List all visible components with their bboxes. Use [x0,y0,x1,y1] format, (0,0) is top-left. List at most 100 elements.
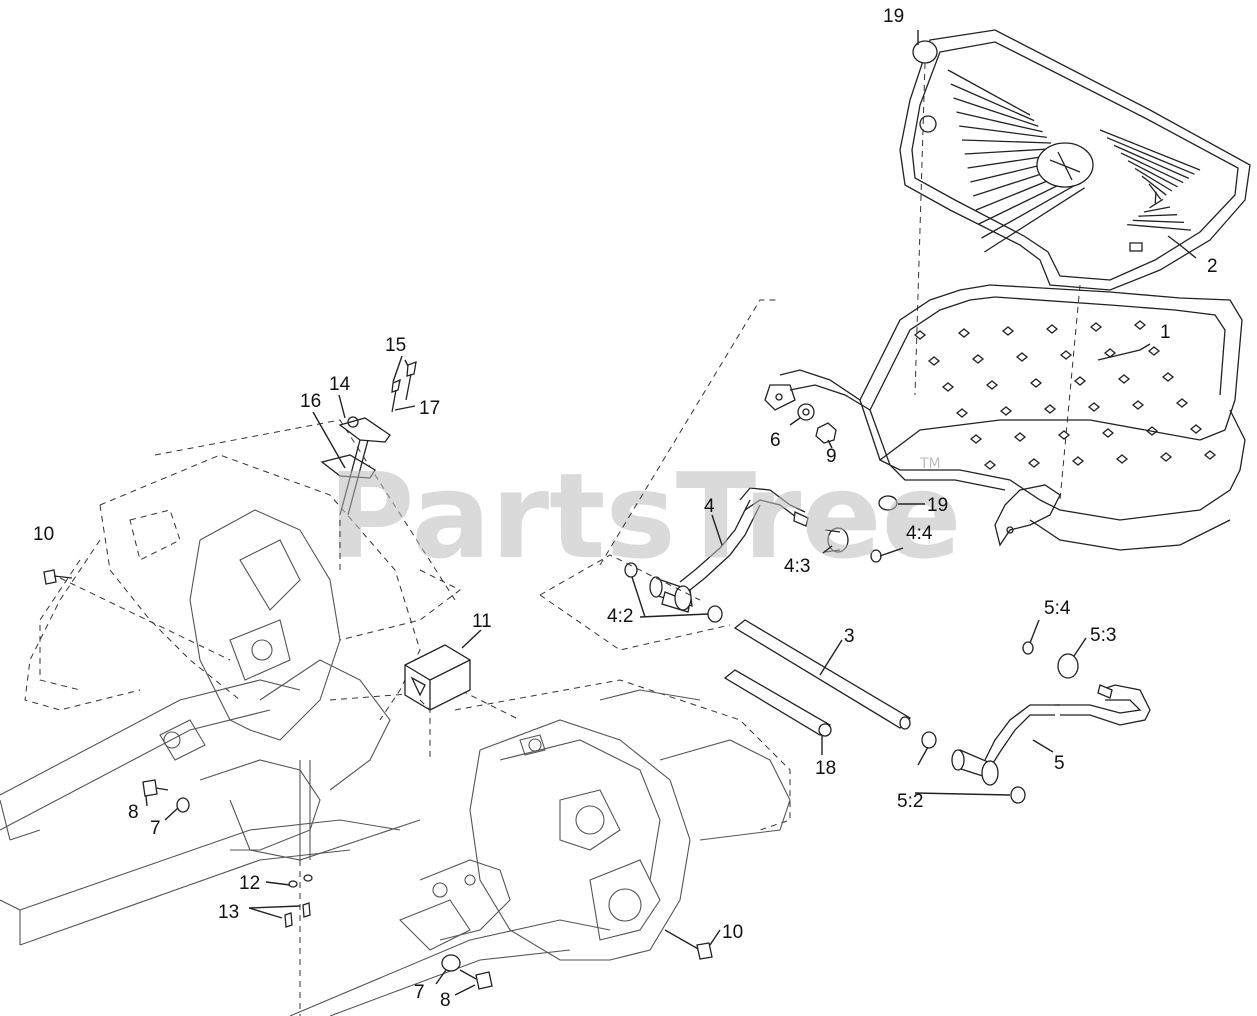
bushing-4-2b [707,605,723,623]
bolt-15a [391,378,401,393]
callout-4-3[interactable]: 4:3 [784,556,810,577]
bolt-10-right [664,929,713,960]
footrest-star-hole [1115,454,1129,464]
mat-rib [947,69,1031,116]
callout-19-top[interactable]: 19 [883,6,904,27]
callout-4[interactable]: 4 [704,496,715,517]
callout-11[interactable]: 11 [472,611,492,632]
bushing-4-2a [624,562,638,578]
washer-12a [288,880,298,888]
callout-15[interactable]: 15 [385,335,406,356]
bumper-11 [404,644,471,711]
footrest-star-hole [983,460,997,470]
floor-mat [899,29,1251,291]
footrest-star-hole [1175,398,1189,408]
rod-17 [339,439,369,516]
footrest-star-hole [941,382,955,392]
footrest-star-hole [1087,402,1101,412]
footrest-star-hole [1001,326,1015,336]
mat-rib [1149,198,1164,209]
footrest-star-hole [1015,352,1029,362]
callout-7-right[interactable]: 7 [414,982,425,1003]
footrest-star-hole [985,380,999,390]
footrest-star-hole [1159,452,1173,462]
footrest-star-hole [955,408,969,418]
callout-9[interactable]: 9 [826,446,837,467]
callout-6[interactable]: 6 [770,430,781,451]
callout-5-2[interactable]: 5:2 [897,791,923,812]
bumper-19-mid [878,495,898,511]
footrest-star-hole [1131,400,1145,410]
footrest-star-hole [1161,372,1175,382]
footrest-star-hole [1057,430,1071,440]
callout-7-left[interactable]: 7 [150,818,161,839]
washer-5-4 [1022,641,1034,655]
footrest-star-hole [1043,404,1057,414]
chassis-frame-left [0,419,456,946]
callout-1[interactable]: 1 [1160,322,1171,343]
callout-5-3[interactable]: 5:3 [1090,625,1116,646]
bolt-15b [406,360,417,377]
callout-labels: 19 2 1 15 14 17 16 6 9 19 10 4 4:4 4:3 4… [33,6,1218,1011]
mat-rib [1113,144,1190,179]
mat-rib [959,125,1047,139]
pedal-arm-4 [649,487,809,613]
footrest-star-hole [927,356,941,366]
mat-rib [984,187,1085,253]
mat-rib [1127,223,1192,231]
footrest-star-hole [1027,458,1041,468]
footrest-star-hole [971,354,985,364]
callout-16[interactable]: 16 [300,391,321,412]
callout-5[interactable]: 5 [1054,753,1065,774]
leader-lines [59,30,1197,1016]
callout-8-right[interactable]: 8 [440,990,451,1011]
watermark-text: PartsTree [328,447,962,585]
mat-rib [1099,129,1201,171]
footrest-star-hole [1117,374,1131,384]
mat-rib [1143,206,1171,213]
callout-18[interactable]: 18 [815,758,836,779]
washer-7-right [441,954,461,972]
callout-14[interactable]: 14 [329,374,351,395]
bushing-4-3 [827,527,849,553]
bolt-8-left [142,779,169,797]
tube-18 [723,669,832,737]
callout-5-4[interactable]: 5:4 [1044,598,1071,619]
footrest-star-hole [913,330,927,340]
callout-4-2[interactable]: 4:2 [607,606,633,627]
footrest-star-hole [1203,450,1217,460]
mat-rib [953,97,1039,127]
footrest-star-hole [1133,320,1147,330]
callout-10-right[interactable]: 10 [722,922,743,943]
bushing-5-2a [921,731,937,749]
mat-rib [1127,160,1178,188]
footrest-star-hole [1189,424,1203,434]
footrest-plate-pattern [913,320,1217,470]
bolt-13b [302,902,311,918]
mat-rib [964,147,1056,155]
pedal-arm-5 [951,684,1151,786]
callout-3[interactable]: 3 [844,626,855,647]
footrest-star-hole [969,434,983,444]
mat-rib [961,139,1052,144]
footrest-star-hole [999,406,1013,416]
gasket-16 [320,454,376,479]
callout-17[interactable]: 17 [419,398,440,419]
callout-2[interactable]: 2 [1207,256,1218,277]
nut-9 [815,422,837,444]
bolt-13a [284,912,293,928]
callout-13[interactable]: 13 [218,902,239,923]
callout-12[interactable]: 12 [239,873,260,894]
footrest-star-hole [1103,348,1117,358]
footrest-star-hole [1145,426,1159,436]
footrest-star-hole [1045,324,1059,334]
shaft-3 [733,619,912,730]
footrest-star-hole [1029,378,1043,388]
callout-10-left[interactable]: 10 [33,524,54,545]
callout-8-left[interactable]: 8 [128,802,139,823]
bushing-5-2b [1010,786,1026,804]
mat-rib [1154,191,1157,204]
callout-19-mid[interactable]: 19 [927,495,948,516]
callout-4-4[interactable]: 4:4 [906,523,933,544]
